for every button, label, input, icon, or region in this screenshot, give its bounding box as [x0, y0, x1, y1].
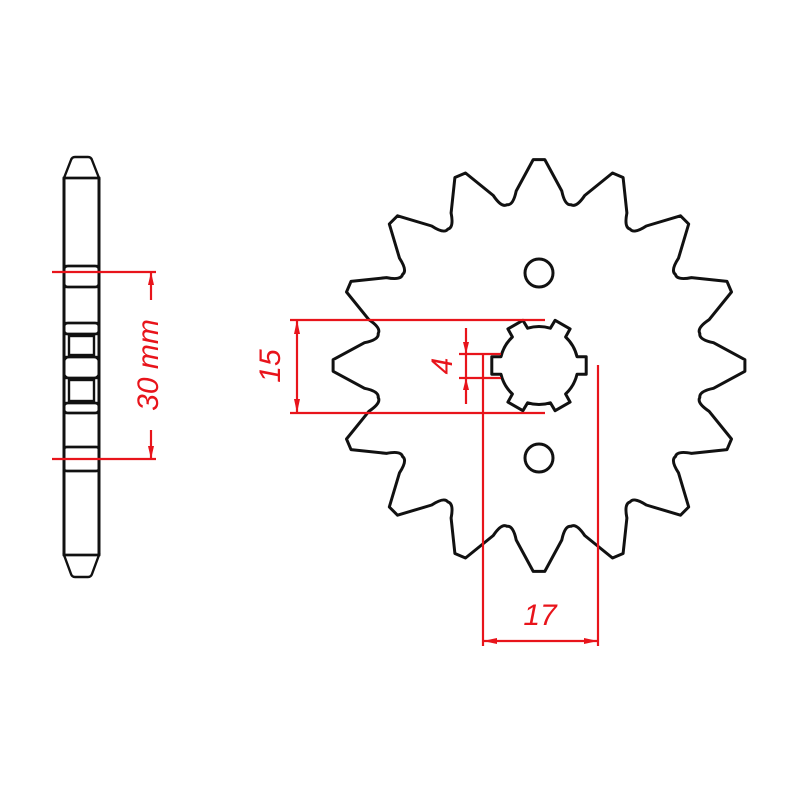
- arrow-up-icon: [148, 272, 154, 285]
- arrow-up-icon: [294, 320, 300, 334]
- side-plain-3: [62, 355, 101, 380]
- side-bottom-chamfer: [62, 553, 101, 579]
- dimension-label-30mm: 30 mm: [132, 319, 165, 411]
- arrow-up-icon: [463, 378, 469, 390]
- side-plain-1: [62, 264, 101, 289]
- side-hatch-3: [62, 411, 101, 449]
- arrow-right-icon: [584, 638, 598, 644]
- dimension-label-17: 17: [523, 599, 558, 632]
- arrow-left-icon: [483, 638, 497, 644]
- mounting-hole-top: [523, 257, 555, 289]
- sprocket-outline: [331, 158, 747, 573]
- dimension-15: 15: [254, 318, 545, 415]
- side-hatch-1: [62, 176, 101, 268]
- arrow-down-icon: [463, 342, 469, 354]
- side-spline-inner-1: [67, 334, 96, 357]
- mounting-hole-bottom: [523, 442, 555, 474]
- spline-bore: [490, 318, 588, 413]
- side-plain-2: [62, 321, 101, 336]
- dimension-17: 17: [481, 355, 600, 646]
- dimension-30mm: 30 mm: [52, 270, 165, 461]
- side-spline-inner-2: [67, 378, 96, 403]
- arrow-down-icon: [294, 399, 300, 413]
- side-hatch-4: [62, 469, 101, 557]
- front-view: [331, 158, 747, 573]
- dimension-label-15: 15: [254, 349, 287, 383]
- dimension-4: 4: [426, 328, 501, 404]
- side-view: [62, 155, 101, 579]
- side-top-chamfer: [62, 155, 101, 180]
- dimension-label-4: 4: [426, 358, 459, 375]
- arrow-down-icon: [148, 446, 154, 459]
- side-plain-4: [62, 401, 101, 415]
- side-hatch-2: [62, 285, 101, 325]
